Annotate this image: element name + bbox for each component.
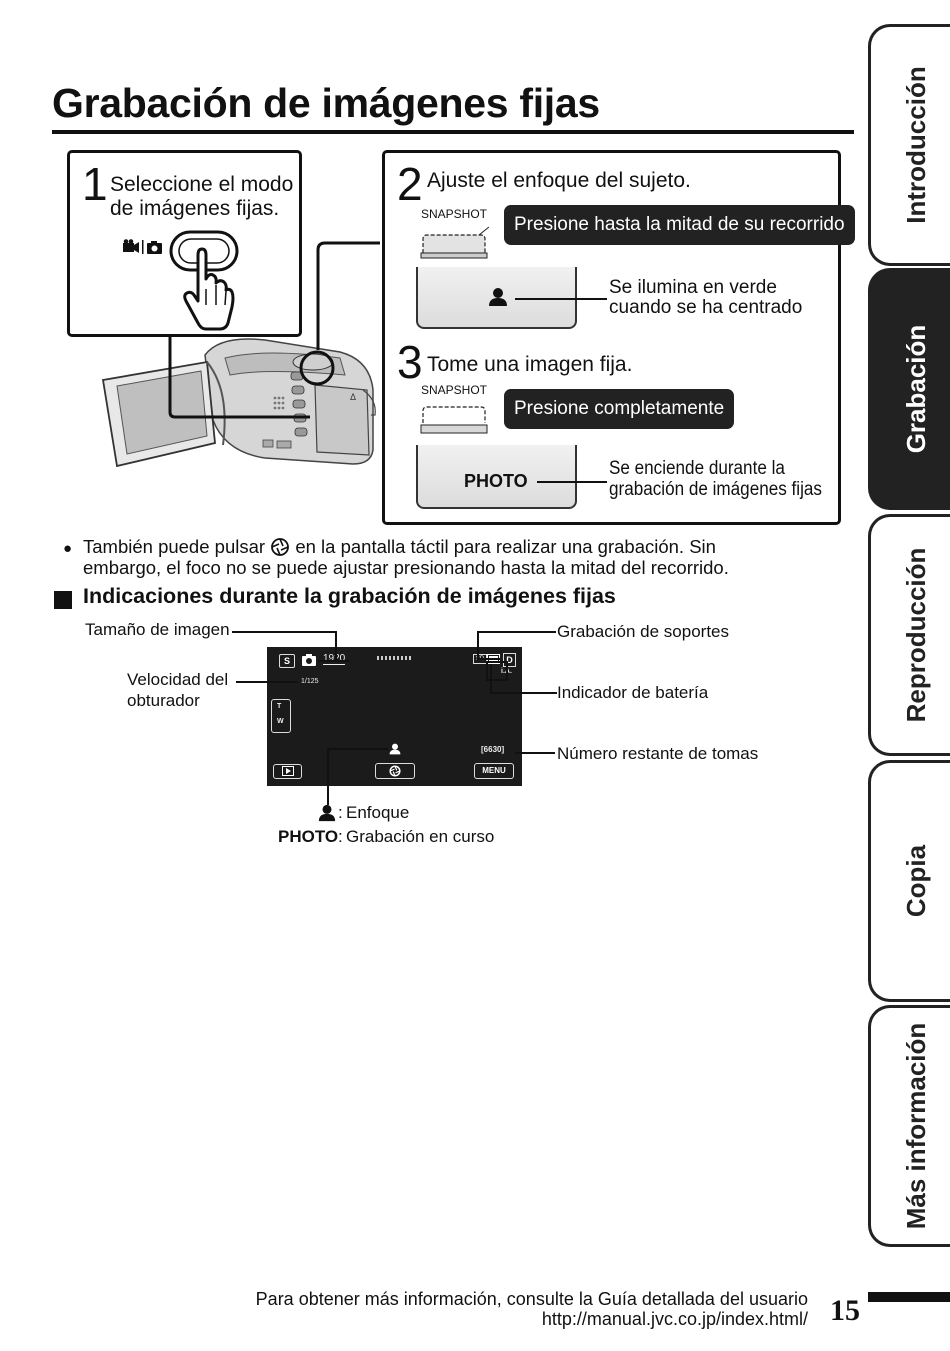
step2-snapshot-button-icon[interactable] [419, 223, 489, 259]
section-square-icon [54, 591, 72, 609]
callout-image-size-line [232, 631, 350, 662]
lcd-d-badge: D [503, 653, 516, 667]
note-line1: También puede pulsar en la pantalla táct… [83, 536, 716, 558]
tab-introduccion-label: Introducción [901, 66, 931, 224]
tab-mas-informacion[interactable]: Más información [868, 1005, 950, 1247]
callout-shutter-line1: Velocidad del [127, 670, 229, 689]
tab-copia-label: Copia [901, 844, 931, 918]
connector-lines [168, 241, 380, 419]
step2-half-press-pill: Presione hasta la mitad de su recorrido [504, 205, 855, 245]
step3-leader-line [537, 481, 607, 483]
shutter-icon [271, 538, 290, 556]
note-line1-before: También puede pulsar [83, 536, 266, 557]
lcd-shutter-icon [389, 765, 401, 777]
note-bullet: ● [63, 540, 73, 557]
lcd-focus-icon [389, 743, 401, 755]
callout-remaining: Número restante de tomas [557, 744, 759, 763]
note-line2: embargo, el foco no se puede ajustar pre… [83, 557, 729, 578]
title-rule [52, 130, 854, 134]
legend-focus: Enfoque [346, 803, 410, 822]
lcd-playback-button[interactable] [273, 764, 302, 779]
page-title: Grabación de imágenes fijas [52, 80, 600, 126]
tab-grabacion-label: Grabación [901, 324, 931, 454]
tab-mas-informacion-label: Más información [901, 1022, 931, 1230]
steps-box: 2 Ajuste el enfoque del sujeto. SNAPSHOT… [382, 150, 855, 525]
lcd-resolution: 1920 [323, 653, 346, 665]
callout-remaining-line [515, 752, 555, 754]
step1-line2: de imágenes fijas. [110, 197, 280, 220]
step3-full-press-pill: Presione completamente [504, 389, 735, 429]
step2-leader-line [515, 298, 607, 300]
camcorder-illustration: Δ [101, 338, 376, 468]
footer-url[interactable]: http://manual.jvc.co.jp/index.html/ [541, 1309, 808, 1329]
legend-focus-icon [318, 804, 336, 822]
lcd-zoom-button[interactable]: T W [271, 699, 291, 733]
callout-shutter-line2: obturador [127, 691, 200, 710]
legend-photo-sep: : [338, 827, 343, 846]
lcd-s-badge: S [279, 654, 295, 668]
lcd-shutter: 1/125 [301, 678, 319, 685]
svg-text:Δ: Δ [350, 392, 356, 402]
step3-snapshot-button-icon[interactable] [419, 403, 489, 437]
step2-number: 2 [397, 158, 423, 210]
step1-box: 1 Seleccione el modo de imágenes fijas. [67, 150, 302, 337]
legend-focus-sep: : [338, 803, 343, 822]
lcd-display: S 1920 SD D i.A. 1/125 T W [6630] MENU [267, 647, 522, 786]
tab-introduccion[interactable]: Introducción [868, 24, 950, 266]
lcd-zoom-w: W [277, 718, 284, 725]
lcd-shots-remaining: [6630] [481, 745, 505, 754]
video-photo-mode-icon [123, 239, 162, 254]
callout-battery: Indicador de batería [557, 683, 709, 702]
step3-text: Tome una imagen fija. [427, 353, 633, 376]
step3-snapshot-label: SNAPSHOT [421, 383, 488, 397]
step3-photo-label: PHOTO [464, 471, 528, 491]
legend-photo-label: PHOTO [278, 827, 339, 846]
lcd-menu-button[interactable]: MENU [474, 763, 514, 779]
legend-photo: Grabación en curso [346, 827, 495, 846]
tab-grabacion[interactable]: Grabación [868, 268, 950, 510]
callout-battery-line [486, 661, 557, 694]
note-line1-after: en la pantalla táctil para realizar una … [295, 536, 716, 557]
lcd-status-dots [377, 656, 411, 660]
step2-desc-line2: cuando se ha centrado [609, 297, 803, 318]
section-title: Indicaciones durante la grabación de imá… [83, 584, 616, 608]
lcd-shutter-button[interactable] [375, 763, 415, 779]
lcd-still-mode-icon [302, 654, 316, 666]
tab-copia[interactable]: Copia [868, 760, 950, 1002]
callout-media-line [477, 631, 556, 660]
footer-line1: Para obtener más información, consulte l… [255, 1289, 808, 1309]
step1-number: 1 [82, 158, 108, 210]
lcd-zoom-t: T [277, 703, 282, 710]
callout-media: Grabación de soportes [557, 622, 729, 641]
step2-snapshot-label: SNAPSHOT [421, 207, 488, 221]
step2-desc-line1: Se ilumina en verde [609, 277, 777, 298]
page-number: 15 [830, 1294, 860, 1327]
tab-reproduccion-label: Reproducción [901, 547, 931, 723]
step3-desc-line2: grabación de imágenes fijas [609, 479, 822, 500]
step3-number: 3 [397, 336, 423, 388]
mode-button-hand-icon[interactable] [168, 227, 240, 335]
tab-reproduccion[interactable]: Reproducción [868, 514, 950, 756]
callout-shutter-line [236, 681, 298, 683]
step3-screen: PHOTO [416, 445, 577, 509]
playback-icon [281, 766, 294, 776]
callout-image-size: Tamaño de imagen [85, 620, 230, 639]
focus-person-icon [489, 288, 507, 306]
footer-bar [868, 1292, 950, 1302]
step3-desc-line1: Se enciende durante la [609, 458, 785, 479]
legend-lines [327, 748, 388, 805]
step1-line1: Seleccione el modo [110, 173, 294, 196]
step2-text: Ajuste el enfoque del sujeto. [427, 169, 691, 192]
